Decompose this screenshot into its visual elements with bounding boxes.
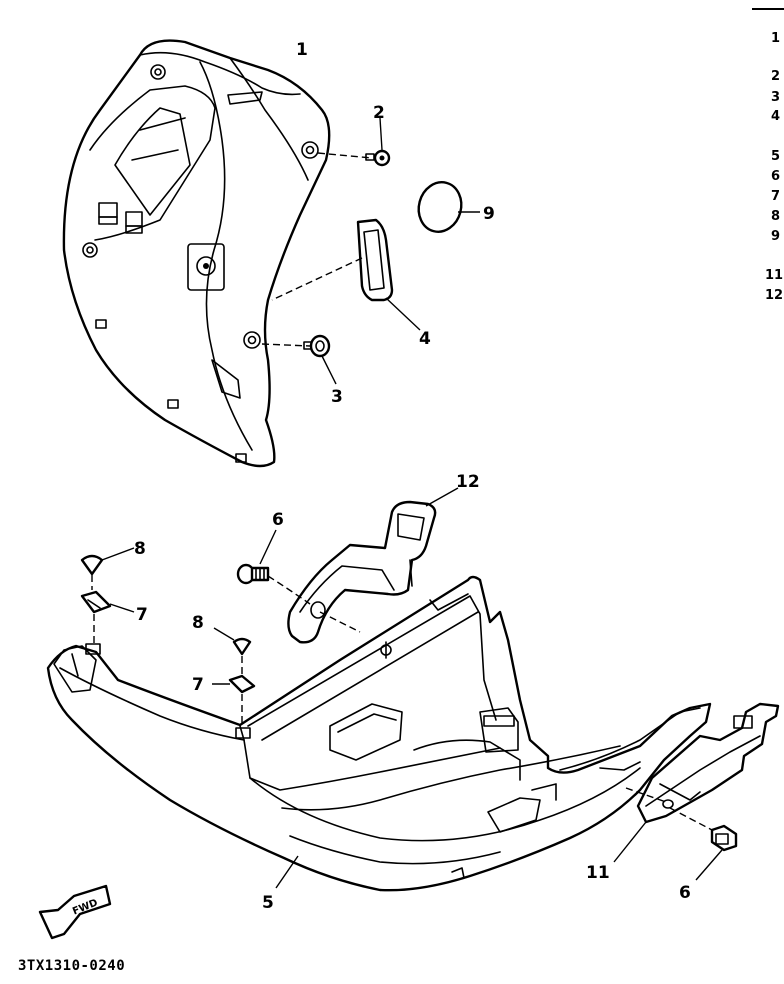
side-index-4: 4: [771, 109, 780, 124]
callout-6-upper: 6: [272, 510, 284, 530]
callout-4: 4: [419, 329, 431, 349]
side-index-list: 1 2 3 4 5 6 7 8 9 11 12: [765, 31, 783, 303]
footboard-part-5: [46, 575, 712, 892]
side-index-3: 3: [771, 90, 780, 105]
side-index-7: 7: [771, 189, 780, 204]
drawing-code: 3TX1310-0240: [18, 958, 125, 974]
side-index-9: 9: [771, 229, 780, 244]
grommet-part-3: [261, 334, 337, 385]
callout-9: 9: [483, 204, 495, 224]
forward-direction-arrow: FWD: [38, 884, 112, 940]
plug-part-9: [417, 181, 480, 233]
callout-12: 12: [456, 472, 480, 492]
callout-8-lower: 8: [192, 613, 204, 633]
bracket-part-12: [287, 487, 459, 644]
callout-labels: 1 2 9 4 3 12 6 8 7 8 7 11 6 5: [134, 40, 691, 913]
callout-1: 1: [296, 40, 308, 60]
side-index-2: 2: [771, 69, 780, 84]
clip-nut-part-7-upper: [80, 590, 135, 644]
callout-11: 11: [586, 863, 610, 883]
callout-3: 3: [331, 387, 343, 407]
clip-nut-part-7-lower: [212, 674, 256, 726]
side-index-8: 8: [771, 209, 780, 224]
screw-part-8-upper: [80, 547, 135, 590]
bolt-part-6-lower: [695, 824, 738, 881]
callout-6-lower: 6: [679, 883, 691, 903]
callout-7-upper: 7: [136, 605, 148, 625]
side-index-6: 6: [771, 169, 780, 184]
cover-part-4: [271, 218, 421, 331]
side-index-5: 5: [771, 149, 780, 164]
callout-7-lower: 7: [192, 675, 204, 695]
side-index-11: 11: [765, 268, 783, 283]
callout-8-upper: 8: [134, 539, 146, 559]
bracket-part-11: [613, 702, 780, 863]
screw-part-8-lower: [213, 627, 252, 676]
callout-5: 5: [262, 893, 274, 913]
front-panel-part-1: [62, 39, 331, 468]
bolt-part-6-upper: [236, 529, 311, 605]
screw-part-2: [317, 117, 391, 167]
side-index-12: 12: [765, 288, 783, 303]
side-index-1: 1: [771, 31, 780, 46]
callout-2: 2: [373, 103, 385, 123]
